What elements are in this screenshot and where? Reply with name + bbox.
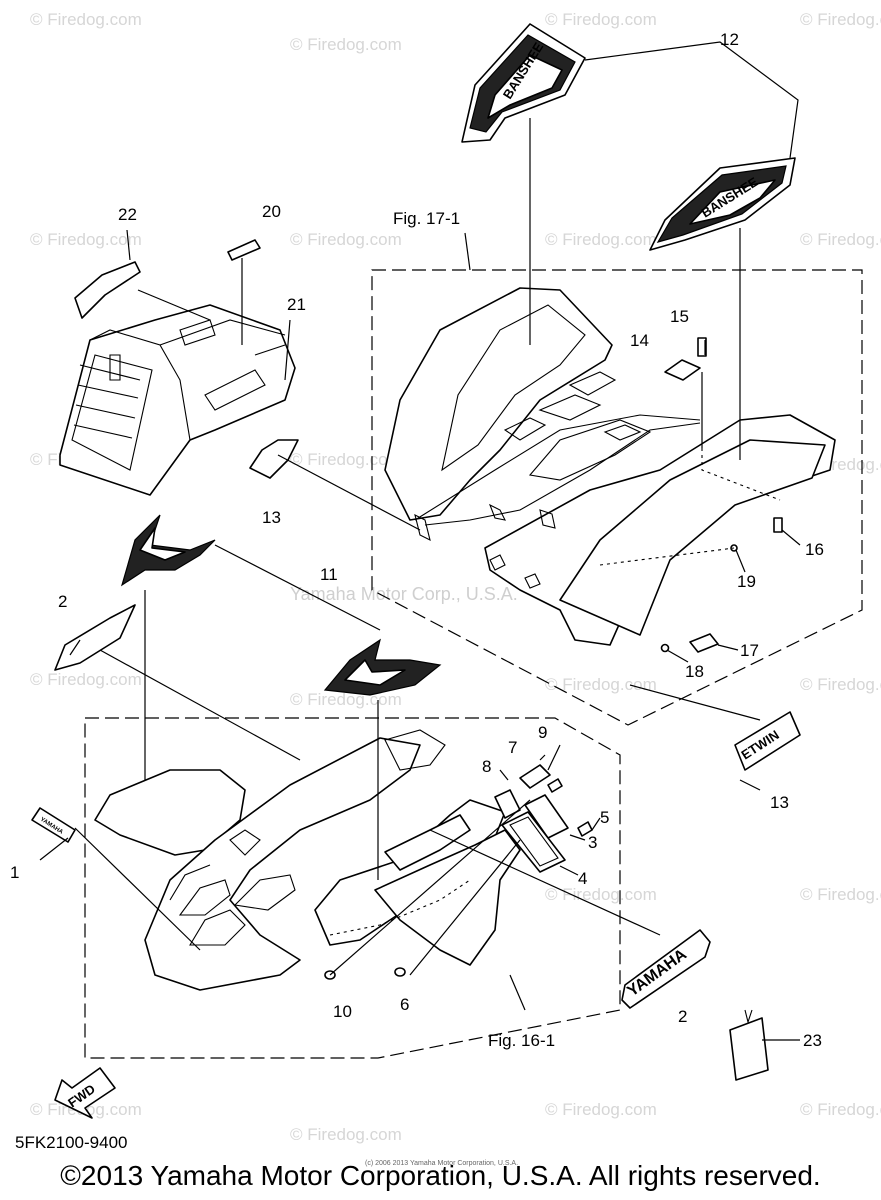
copyright-notice: ©2013 Yamaha Motor Corporation, U.S.A. A… xyxy=(60,1160,821,1191)
leader-lines xyxy=(39,41,801,1041)
number-plate-parts xyxy=(494,764,569,873)
etwin-decal: ETWIN xyxy=(734,711,801,771)
callout-3: 3 xyxy=(588,833,597,852)
callout-17: 17 xyxy=(740,641,759,660)
watermark: © Firedog.com xyxy=(290,450,402,469)
watermark: © Firedog.com xyxy=(800,230,881,249)
callout-19: 19 xyxy=(737,572,756,591)
callout-18: 18 xyxy=(685,662,704,681)
callout-5: 5 xyxy=(600,808,609,827)
watermark: © Firedog.com xyxy=(30,10,142,29)
banshee-decal-lower: BANSHEE xyxy=(649,157,796,251)
callout-4: 4 xyxy=(578,869,587,888)
banshee-decal-upper: BANSHEE xyxy=(461,23,586,143)
watermark: © Firedog.com xyxy=(290,1125,402,1144)
callout-21: 21 xyxy=(287,295,306,314)
front-fender xyxy=(94,729,521,991)
callout-15: 15 xyxy=(670,307,689,326)
watermark: © Firedog.com xyxy=(800,675,881,694)
watermark: © Firedog.com xyxy=(800,10,881,29)
callout-11: 11 xyxy=(320,565,338,584)
front-grille-cover xyxy=(59,239,296,496)
callout-labels: 12 22 20 21 15 14 13 16 19 11 2 17 18 9 … xyxy=(10,30,824,1152)
watermark: © Firedog.com xyxy=(545,1100,657,1119)
watermark: © Firedog.com xyxy=(545,675,657,694)
callout-12: 12 xyxy=(720,30,739,49)
front-chevron-decal-right xyxy=(323,638,442,696)
watermark: © Firedog.com xyxy=(545,230,657,249)
watermark-center: Yamaha Motor Corp., U.S.A. xyxy=(290,584,518,604)
fig-ref-rear: Fig. 17-1 xyxy=(393,209,460,228)
watermark: © Firedog.com xyxy=(545,885,657,904)
decal-13-left xyxy=(249,439,299,479)
yamaha-emblem-small: YAMAHA xyxy=(31,807,76,843)
watermark: © Firedog.com xyxy=(800,885,881,904)
callout-22: 22 xyxy=(118,205,137,224)
callout-6: 6 xyxy=(400,995,409,1014)
callout-1: 1 xyxy=(10,863,19,882)
front-fender-box xyxy=(84,717,621,1059)
callout-8: 8 xyxy=(482,757,491,776)
callout-10: 10 xyxy=(333,1002,352,1021)
callout-9: 9 xyxy=(538,723,547,742)
callout-14: 14 xyxy=(630,331,649,350)
fig-ref-front: Fig. 16-1 xyxy=(488,1031,555,1050)
callout-2-right: 2 xyxy=(678,1007,687,1026)
rear-fender xyxy=(384,287,836,646)
part-number: 5FK2100-9400 xyxy=(15,1133,127,1152)
watermark: © Firedog.com xyxy=(800,1100,881,1119)
front-chevron-decal-left xyxy=(120,514,216,587)
watermark: © Firedog.com xyxy=(545,10,657,29)
callout-23: 23 xyxy=(803,1031,822,1050)
watermark: © Firedog.com xyxy=(290,230,402,249)
copyright-small-text: (c) 2006 2013 Yamaha Motor Corporation, … xyxy=(365,1160,519,1167)
watermark: © Firedog.com xyxy=(290,35,402,54)
watermark: © Firedog.com xyxy=(30,670,142,689)
callout-13-right: 13 xyxy=(770,793,789,812)
warning-tag xyxy=(729,1009,769,1081)
callout-13-left: 13 xyxy=(262,508,281,527)
front-side-decal-2 xyxy=(54,604,136,671)
rear-fender-box xyxy=(371,269,863,726)
callout-16: 16 xyxy=(805,540,824,559)
subassembly-outlines xyxy=(84,269,863,1059)
callout-2-left: 2 xyxy=(58,592,67,611)
watermark: © Firedog.com xyxy=(30,230,142,249)
callout-7: 7 xyxy=(508,738,517,757)
callout-20: 20 xyxy=(262,202,281,221)
yamaha-emblem-large: YAMAHA xyxy=(621,929,711,1009)
